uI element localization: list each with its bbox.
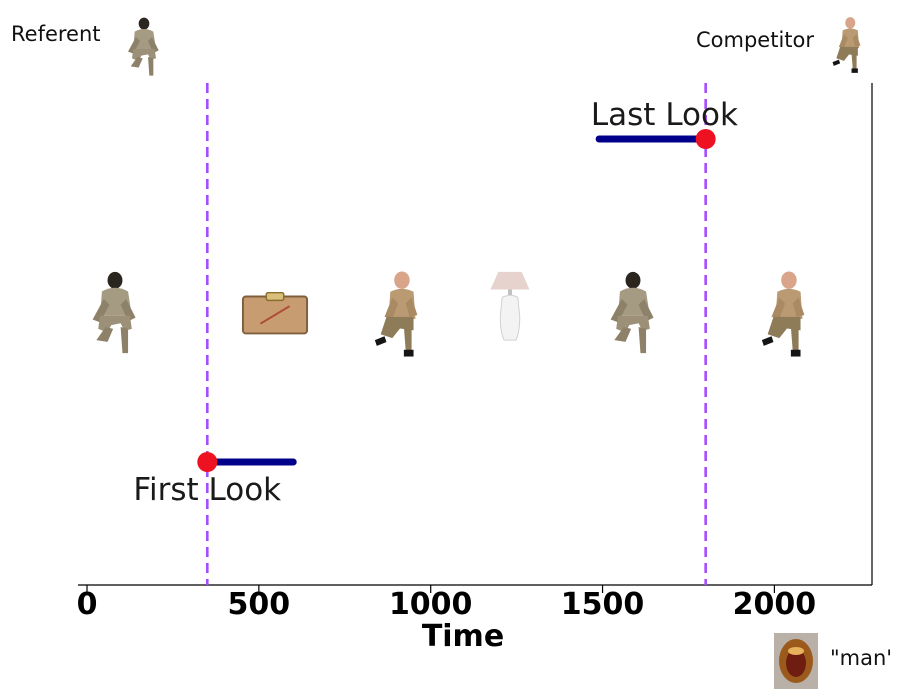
x-tick-label: 0 [77,587,98,622]
x-tick-label: 500 [228,587,291,622]
x-axis-title: Time [422,619,504,654]
x-tick-label: 1500 [561,587,645,622]
picture-clipboard [241,292,309,335]
word-legend [774,633,818,689]
x-tick-label: 1000 [389,587,473,622]
referent-picture [128,17,159,76]
last-look-label: Last Look [591,97,738,133]
first-look-point [197,452,218,472]
vertical-markers [205,83,707,585]
referent-label: Referent [11,22,101,46]
first-look-label: First Look [133,472,281,508]
picture-sequence [92,271,805,357]
competitor-picture [832,17,861,73]
picture-soldier-figure [92,271,136,354]
picture-soldier-figure [610,271,654,354]
competitor-label: Competitor [696,28,815,52]
picture-lamp [490,271,530,341]
last-look-point [695,129,716,149]
x-tick-label: 2000 [733,587,817,622]
referent-legend [128,17,159,76]
word-label: "man' [830,646,893,670]
picture-man-figure [374,271,418,357]
competitor-legend [832,17,861,73]
x-axis-ticks: 0 500 1000 1500 2000 [77,585,817,622]
word-sound-picture [774,633,818,689]
picture-man-figure [761,271,805,357]
